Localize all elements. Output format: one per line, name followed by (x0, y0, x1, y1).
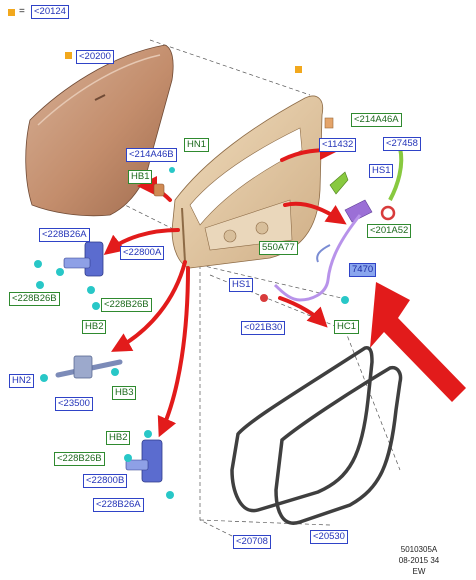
label-HB3[interactable]: HB3 (112, 386, 137, 400)
label-20530[interactable]: <20530 (310, 530, 348, 544)
label-HN2[interactable]: HN2 (9, 374, 35, 388)
legend-marker-icon (8, 9, 15, 16)
footer-code: 5010305A (400, 545, 438, 554)
footer-date: 08-2015 34 (398, 556, 440, 565)
label-HB1[interactable]: HB1 (128, 170, 153, 184)
label-021B30[interactable]: <021B30 (241, 321, 286, 335)
label-228B26A-bottom[interactable]: <228B26A (93, 498, 144, 512)
small-bracket-hb1 (153, 167, 175, 197)
label-HN1-top[interactable]: HN1 (184, 138, 210, 152)
label-7470[interactable]: 7470 (349, 263, 377, 277)
lower-hinge (124, 430, 174, 499)
legend-equals: = (19, 6, 25, 17)
callout-arrows (103, 140, 347, 438)
footer-region: EW (412, 567, 426, 576)
label-214A46A[interactable]: <214A46A (351, 113, 402, 127)
label-228B26A-top[interactable]: <228B26A (39, 228, 90, 242)
glass-channel-parts (329, 147, 404, 221)
label-HC1[interactable]: HC1 (334, 320, 360, 334)
check-strap (40, 355, 123, 382)
legend-ref-20124[interactable]: <20124 (31, 5, 69, 19)
weatherstrip-seals (230, 346, 403, 525)
label-HB2-bottom[interactable]: HB2 (106, 431, 131, 445)
label-23500[interactable]: <23500 (55, 397, 93, 411)
label-228B26B-bottom[interactable]: <228B26B (54, 452, 105, 466)
label-228B26B-right[interactable]: <228B26B (101, 298, 152, 312)
label-214A46B[interactable]: <214A46B (126, 148, 177, 162)
label-HS1-lower[interactable]: HS1 (229, 278, 254, 292)
latch-and-cable (260, 199, 373, 304)
label-27458[interactable]: <27458 (383, 137, 421, 151)
label-HS1-top[interactable]: HS1 (369, 164, 394, 178)
label-HB2-top[interactable]: HB2 (82, 320, 107, 334)
label-20200[interactable]: <20200 (76, 50, 114, 64)
upper-hinge (34, 241, 104, 310)
label-11432[interactable]: <11432 (319, 138, 357, 152)
inner-door-frame (171, 95, 324, 269)
orange-marker-parts (65, 52, 334, 129)
label-22800A[interactable]: <22800A (120, 246, 165, 260)
outer-door-panel (25, 44, 174, 217)
label-228B26B-left[interactable]: <228B26B (9, 292, 60, 306)
label-550A77[interactable]: 550A77 (259, 241, 298, 255)
label-22800B[interactable]: <22800B (83, 474, 128, 488)
highlight-arrow (370, 282, 466, 402)
label-20708[interactable]: <20708 (233, 535, 271, 549)
label-201A52[interactable]: <201A52 (367, 224, 412, 238)
